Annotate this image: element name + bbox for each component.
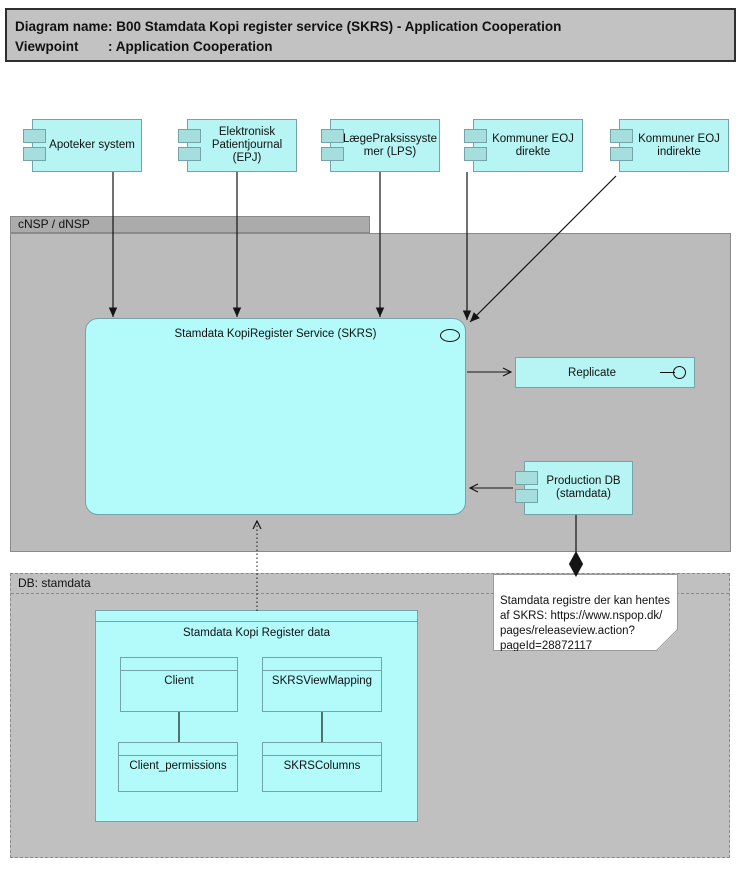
component-kommuner-eoj-indirekte[interactable]: Kommuner EOJ indirekte: [610, 119, 729, 172]
data-object-top-bar: [263, 658, 381, 671]
table-label: Client_permissions: [129, 760, 227, 772]
interface-lollipop-icon: [660, 366, 686, 379]
component-laegepraksissystemer[interactable]: LægePraksissyste mer (LPS): [321, 119, 440, 172]
table-client[interactable]: Client: [120, 657, 238, 712]
component-label: Elektronisk Patientjournal (EPJ): [211, 126, 283, 164]
viewpoint-row: Viewpoint : Application Cooperation: [15, 37, 734, 57]
cnsp-group-tab[interactable]: cNSP / dNSP: [10, 216, 370, 233]
diagram-name-value: : B00 Stamdata Kopi register service (SK…: [108, 19, 562, 34]
component-elektronisk-patientjournal[interactable]: Elektronisk Patientjournal (EPJ): [178, 119, 297, 172]
component-label: Apoteker system: [49, 139, 135, 151]
data-object-top-bar: [121, 658, 237, 671]
diagram-title-block: Diagram name: B00 Stamdata Kopi register…: [5, 8, 736, 62]
db-stamdata-group-header: DB: stamdata: [11, 574, 729, 594]
component-production-db[interactable]: Production DB (stamdata): [515, 461, 633, 515]
data-group-title: Stamdata Kopi Register data: [182, 627, 331, 639]
component-kommuner-eoj-direkte[interactable]: Kommuner EOJ direkte: [464, 119, 583, 172]
table-skrscolumns[interactable]: SKRSColumns: [262, 742, 382, 792]
table-label: SKRSViewMapping: [271, 675, 373, 687]
table-label: Client: [164, 675, 194, 687]
note-text: Stamdata registre der kan hentes af SKRS…: [500, 595, 671, 652]
table-client-permissions[interactable]: Client_permissions: [118, 742, 238, 792]
component-label: LægePraksissyste mer (LPS): [343, 132, 437, 158]
component-label: Kommuner EOJ indirekte: [638, 132, 720, 158]
service-oval-icon: [440, 329, 460, 342]
skrs-service-node[interactable]: Stamdata KopiRegister Service (SKRS): [85, 318, 466, 515]
skrs-service-label: Stamdata KopiRegister Service (SKRS): [174, 328, 377, 340]
component-apoteker-system[interactable]: Apoteker system: [23, 119, 142, 172]
diagram-name-row: Diagram name: B00 Stamdata Kopi register…: [15, 17, 734, 37]
component-label: Production DB (stamdata): [546, 475, 621, 500]
viewpoint-label: Viewpoint: [15, 39, 79, 54]
db-stamdata-group-label: DB: stamdata: [18, 576, 91, 590]
replicate-service-node[interactable]: Replicate: [515, 357, 695, 388]
data-object-top-bar: [119, 743, 237, 756]
replicate-label: Replicate: [568, 366, 616, 379]
table-label: SKRSColumns: [283, 760, 361, 772]
note-stamdata-registre[interactable]: Stamdata registre der kan hentes af SKRS…: [493, 574, 678, 651]
viewpoint-value: : Application Cooperation: [108, 39, 273, 54]
data-object-top-bar: [263, 743, 381, 756]
diagram-name-label: Diagram name: [15, 19, 109, 34]
cnsp-group-label: cNSP / dNSP: [18, 217, 90, 231]
data-object-top-bar: [96, 611, 417, 622]
component-label: Kommuner EOJ direkte: [492, 132, 574, 158]
table-skrsviewmapping[interactable]: SKRSViewMapping: [262, 657, 382, 712]
